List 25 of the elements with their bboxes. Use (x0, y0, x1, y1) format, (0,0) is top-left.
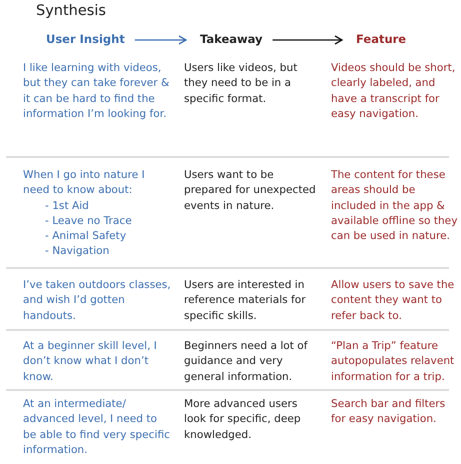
cell-text: Users like videos, but they need to be in a specific format. (184, 61, 298, 107)
cell-text: More advanced users look for specific, deep knowledged. (184, 397, 302, 443)
cell-text: Allow users to save the content they want to refer back to. (331, 278, 456, 324)
diagram-title: Synthesis (36, 3, 106, 19)
cell-text: “Plan a Trip” feature autopopulates relavent information for a trip. (331, 339, 456, 385)
cell-text: I like learning with videos, but they can take forever & it can be hard to find the information I’m looking for. (23, 61, 170, 122)
cell-text: Search bar and filters for easy navigation. (331, 397, 446, 428)
cell-text: When I go into nature I need to know about: (23, 168, 146, 198)
column-header: Feature (356, 32, 406, 46)
cell-text: The content for these areas should be included in the app & available offline so they can be used in nature. (331, 168, 458, 244)
list-item: - Leave no Trace (44, 214, 132, 229)
column-header: User Insight (46, 32, 125, 46)
list-item: - Navigation (44, 244, 110, 260)
column-header: Takeaway (200, 32, 263, 46)
cell-text: I’ve taken outdoors classes, and wish I’d gotten handouts. (23, 278, 172, 324)
cell-text: At an intermediate/ advanced level, I need to be able to find very specific information. (23, 397, 171, 458)
cell-text: Beginners need a lot of guidance and very general information. (184, 339, 309, 385)
arrow (134, 35, 187, 45)
list-item: - 1st Aid (44, 198, 89, 214)
arrow (272, 35, 343, 45)
cell-text: At a beginner skill level, I don’t know what I don’t know. (23, 339, 158, 385)
cell-text: Users are interested in reference materials for specific skills. (184, 278, 307, 324)
cell-text: Videos should be short, clearly labeled, and have a transcript for easy navigation. (331, 61, 456, 122)
cell-text: Users want to be prepared for unexpected events in nature. (184, 168, 317, 214)
list-item: - Animal Safety (44, 229, 126, 244)
